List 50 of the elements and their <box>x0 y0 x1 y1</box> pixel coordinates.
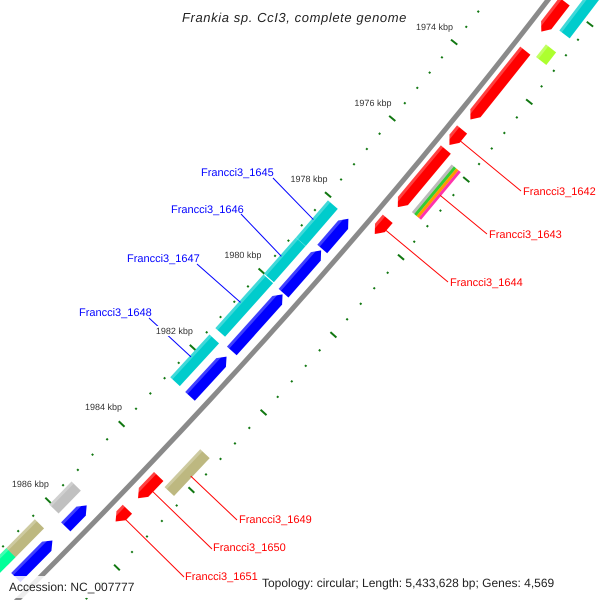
position-label: 1982 kbp <box>154 326 194 336</box>
gene-block <box>164 449 210 496</box>
position-label: 1986 kbp <box>10 478 50 489</box>
gene-block <box>296 200 338 246</box>
gene-block <box>136 472 164 498</box>
gene-block <box>61 502 87 532</box>
title: Frankia sp. CcI3, complete genome <box>182 10 408 26</box>
gene-block <box>395 145 451 208</box>
leader-line <box>440 194 488 234</box>
gene-label: Francci3_1642 <box>523 186 596 199</box>
gene-block <box>559 0 600 38</box>
position-label: 1978 kbp <box>290 174 329 184</box>
leader-line <box>272 178 314 220</box>
position-label: 1974 kbp <box>415 22 454 32</box>
gene-block <box>372 214 393 234</box>
gene-feature-stack <box>412 164 461 220</box>
position-label: 1976 kbp <box>353 98 392 108</box>
gene-block <box>536 44 556 65</box>
leader-line <box>196 264 241 303</box>
position-label: 1984 kbp <box>84 402 124 412</box>
gene-block <box>317 216 348 254</box>
gene-label: Francci3_1650 <box>213 542 286 555</box>
gene-label: Francci3_1651 <box>185 571 258 584</box>
gene-label: Francci3_1643 <box>489 229 562 242</box>
gene-label: Francci3_1645 <box>201 167 274 180</box>
genome-summary: Topology: circular; Length: 5,433,628 bp; Genes: 4,569 <box>262 575 554 591</box>
leader-line <box>151 490 212 550</box>
leader-line <box>190 476 238 520</box>
gene-label: Francci3_1644 <box>450 277 523 290</box>
gene-label: Francci3_1647 <box>127 253 200 266</box>
gene-block <box>538 0 570 32</box>
leader-line <box>384 229 448 282</box>
gene-block <box>226 292 283 356</box>
gene-block <box>185 354 227 401</box>
gene-block <box>0 548 16 574</box>
gene-block <box>113 504 132 522</box>
gene-block <box>170 334 220 386</box>
gene-label: Francci3_1646 <box>171 204 244 217</box>
position-label: 1980 kbp <box>223 250 262 260</box>
gene-block <box>215 274 274 337</box>
gene-block <box>264 238 306 282</box>
gene-block <box>446 125 468 145</box>
gene-label: Francci3_1648 <box>79 307 152 320</box>
gene-block <box>468 46 530 120</box>
leader-line <box>124 518 184 578</box>
gene-block <box>49 482 81 514</box>
leader-line <box>240 214 282 257</box>
gene-label: Francci3_1649 <box>239 514 312 527</box>
leader-line <box>459 140 522 192</box>
gene-block <box>278 248 322 298</box>
